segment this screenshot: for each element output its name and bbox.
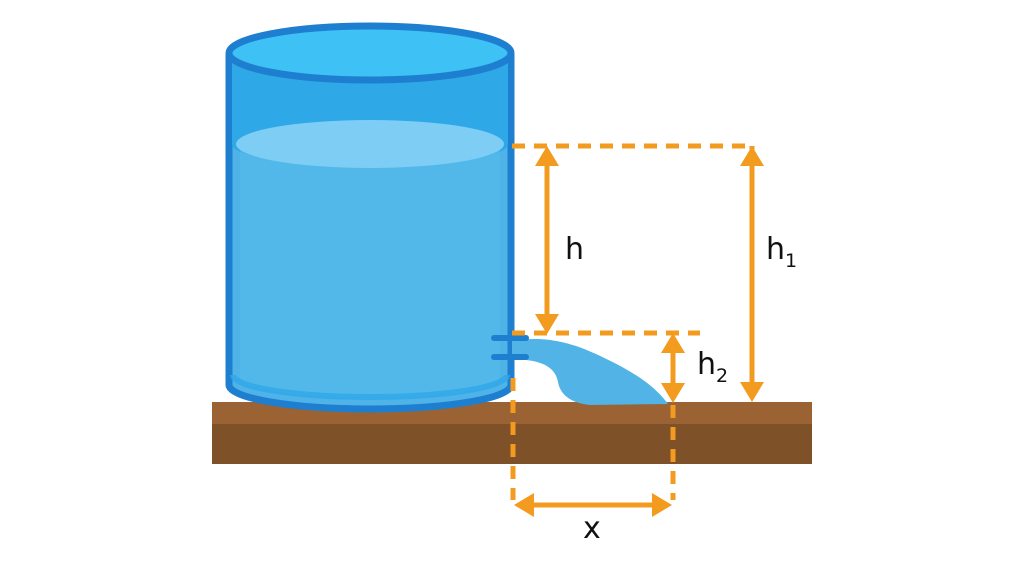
h-dimension-arrow: [535, 146, 559, 334]
tank-inner-water: [240, 150, 500, 398]
tank-top-opening: [225, 22, 515, 84]
dimension-arrows: [514, 146, 764, 517]
outlet-spout: [491, 335, 529, 360]
label-x: x: [583, 511, 601, 546]
water-jet: [512, 338, 668, 405]
label-h: h: [565, 232, 584, 267]
label-h1-subscript: 1: [785, 250, 797, 272]
h2-dimension-arrow: [661, 333, 685, 403]
label-h1: h1: [766, 232, 797, 272]
water-surface: [236, 120, 504, 168]
tank-bottom-rim: [230, 374, 510, 400]
h1-dimension-arrow: [740, 146, 764, 402]
label-h1-base: h: [766, 232, 785, 267]
water-tank: [225, 22, 515, 413]
label-h2-base: h: [697, 347, 716, 382]
label-h2-subscript: 2: [716, 365, 728, 387]
label-h2: h2: [697, 347, 728, 387]
x-dimension-arrow: [514, 493, 672, 517]
